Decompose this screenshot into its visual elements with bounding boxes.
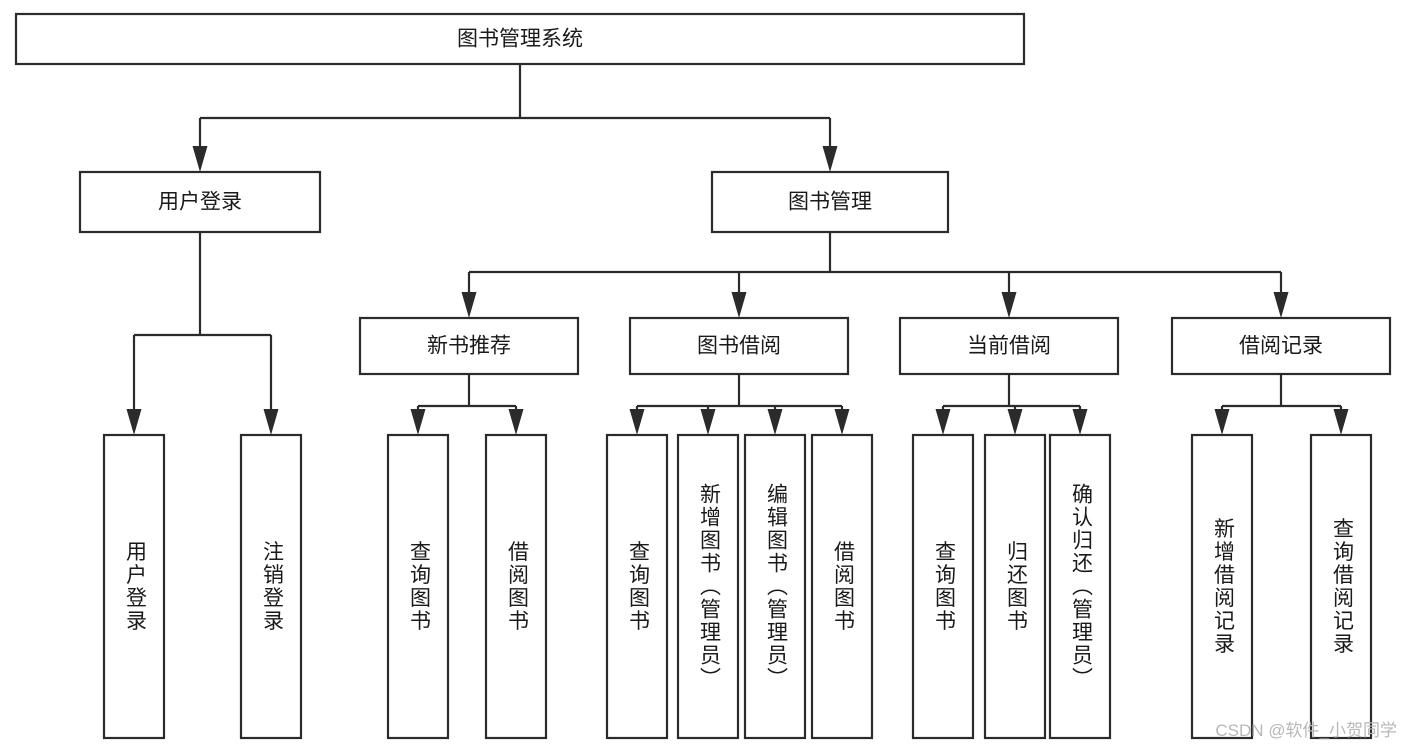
arrow-to-book-borrow <box>731 272 747 318</box>
node-user-login[interactable]: 用户登录 <box>78 170 322 234</box>
node-label-leaf-user-logout: 注销登录 <box>260 541 284 633</box>
node-leaf-query-record[interactable]: 查询借阅记录 <box>1309 433 1373 740</box>
arrow-to-user-login <box>192 118 208 172</box>
node-label-current-borrow: 当前借阅 <box>967 335 1051 358</box>
node-box-leaf-add-book[interactable] <box>676 433 740 740</box>
node-label-leaf-add-record: 新增借阅记录 <box>1211 518 1235 656</box>
bus-user-login <box>134 232 271 337</box>
node-box-new-book-rec[interactable] <box>358 316 580 376</box>
arrow-to-leaf-query-book-c <box>935 406 951 435</box>
node-leaf-borrow-book-b[interactable]: 借阅图书 <box>810 433 874 740</box>
node-book-borrow[interactable]: 图书借阅 <box>628 316 850 376</box>
node-label-leaf-edit-book: 编辑图书（管理员） <box>764 483 788 690</box>
arrow-to-leaf-add-record <box>1214 406 1230 435</box>
node-box-root[interactable] <box>14 12 1026 66</box>
node-label-leaf-query-book-b: 查询图书 <box>626 541 650 633</box>
node-leaf-confirm-return[interactable]: 确认归还（管理员） <box>1048 433 1112 740</box>
node-leaf-return-book[interactable]: 归还图书 <box>983 433 1047 740</box>
arrow-to-leaf-query-record <box>1333 406 1349 435</box>
node-box-leaf-edit-book[interactable] <box>743 433 807 740</box>
arrow-to-leaf-query-book-rec <box>410 406 426 435</box>
arrow-to-leaf-borrow-book-b <box>834 406 850 435</box>
bus-current-borrow <box>943 374 1080 408</box>
node-leaf-query-book-b[interactable]: 查询图书 <box>605 433 669 740</box>
node-label-book-borrow: 图书借阅 <box>697 335 781 358</box>
node-box-leaf-user-login[interactable] <box>102 433 166 740</box>
arrow-to-leaf-borrow-book-rec <box>508 406 524 435</box>
node-box-leaf-query-book-b[interactable] <box>605 433 669 740</box>
node-box-leaf-borrow-book-b[interactable] <box>810 433 874 740</box>
node-box-leaf-confirm-return[interactable] <box>1048 433 1112 740</box>
arrow-to-current-borrow <box>1001 272 1017 318</box>
nodes-layer: 图书管理系统用户登录图书管理新书推荐图书借阅当前借阅借阅记录用户登录注销登录查询… <box>14 12 1392 740</box>
node-leaf-edit-book[interactable]: 编辑图书（管理员） <box>743 433 807 740</box>
bus-borrow-record <box>1222 374 1341 408</box>
node-label-leaf-user-login: 用户登录 <box>123 541 147 633</box>
node-box-leaf-query-book-c[interactable] <box>911 433 975 740</box>
arrow-to-leaf-query-book-b <box>629 406 645 435</box>
arrow-to-leaf-user-login <box>126 335 142 435</box>
connectors-layer <box>134 64 1341 408</box>
arrow-to-borrow-record <box>1273 272 1289 318</box>
node-leaf-add-record[interactable]: 新增借阅记录 <box>1190 433 1254 740</box>
bus-book-borrow <box>637 374 842 408</box>
node-new-book-rec[interactable]: 新书推荐 <box>358 316 580 376</box>
node-borrow-record[interactable]: 借阅记录 <box>1170 316 1392 376</box>
node-label-borrow-record: 借阅记录 <box>1239 335 1323 358</box>
node-box-leaf-return-book[interactable] <box>983 433 1047 740</box>
node-box-borrow-record[interactable] <box>1170 316 1392 376</box>
node-box-leaf-add-record[interactable] <box>1190 433 1254 740</box>
node-label-leaf-return-book: 归还图书 <box>1004 541 1028 633</box>
node-box-leaf-query-book-rec[interactable] <box>386 433 450 740</box>
arrow-to-leaf-add-book <box>700 406 716 435</box>
node-box-leaf-borrow-book-rec[interactable] <box>484 433 548 740</box>
bus-new-book-rec <box>418 374 516 408</box>
node-label-leaf-query-book-c: 查询图书 <box>932 541 956 633</box>
arrow-to-book-manage <box>822 118 838 172</box>
bus-root <box>200 64 830 120</box>
node-label-leaf-borrow-book-rec: 借阅图书 <box>505 541 529 633</box>
node-label-new-book-rec: 新书推荐 <box>427 335 511 358</box>
node-leaf-user-logout[interactable]: 注销登录 <box>239 433 303 740</box>
arrow-to-leaf-return-book <box>1007 406 1023 435</box>
node-box-leaf-query-record[interactable] <box>1309 433 1373 740</box>
bus-book-manage <box>469 232 1281 274</box>
node-leaf-borrow-book-rec[interactable]: 借阅图书 <box>484 433 548 740</box>
node-current-borrow[interactable]: 当前借阅 <box>898 316 1120 376</box>
node-book-manage[interactable]: 图书管理 <box>710 170 950 234</box>
node-label-leaf-borrow-book-b: 借阅图书 <box>831 541 855 633</box>
node-leaf-query-book-c[interactable]: 查询图书 <box>911 433 975 740</box>
arrow-to-leaf-user-logout <box>263 335 279 435</box>
node-box-current-borrow[interactable] <box>898 316 1120 376</box>
node-box-leaf-user-logout[interactable] <box>239 433 303 740</box>
node-root[interactable]: 图书管理系统 <box>14 12 1026 66</box>
node-box-user-login[interactable] <box>78 170 322 234</box>
arrowheads-layer <box>126 118 1349 435</box>
node-label-leaf-query-book-rec: 查询图书 <box>407 541 431 633</box>
node-leaf-user-login[interactable]: 用户登录 <box>102 433 166 740</box>
arrow-to-new-book-rec <box>461 272 477 318</box>
node-box-book-borrow[interactable] <box>628 316 850 376</box>
node-leaf-add-book[interactable]: 新增图书（管理员） <box>676 433 740 740</box>
node-leaf-query-book-rec[interactable]: 查询图书 <box>386 433 450 740</box>
node-label-leaf-confirm-return: 确认归还（管理员） <box>1069 483 1093 690</box>
node-box-book-manage[interactable] <box>710 170 950 234</box>
arrow-to-leaf-confirm-return <box>1072 406 1088 435</box>
node-label-root: 图书管理系统 <box>457 28 583 51</box>
node-label-leaf-query-record: 查询借阅记录 <box>1330 518 1354 656</box>
node-label-leaf-add-book: 新增图书（管理员） <box>697 483 721 690</box>
node-label-book-manage: 图书管理 <box>788 191 872 214</box>
arrow-to-leaf-edit-book <box>767 406 783 435</box>
node-label-user-login: 用户登录 <box>158 191 242 214</box>
